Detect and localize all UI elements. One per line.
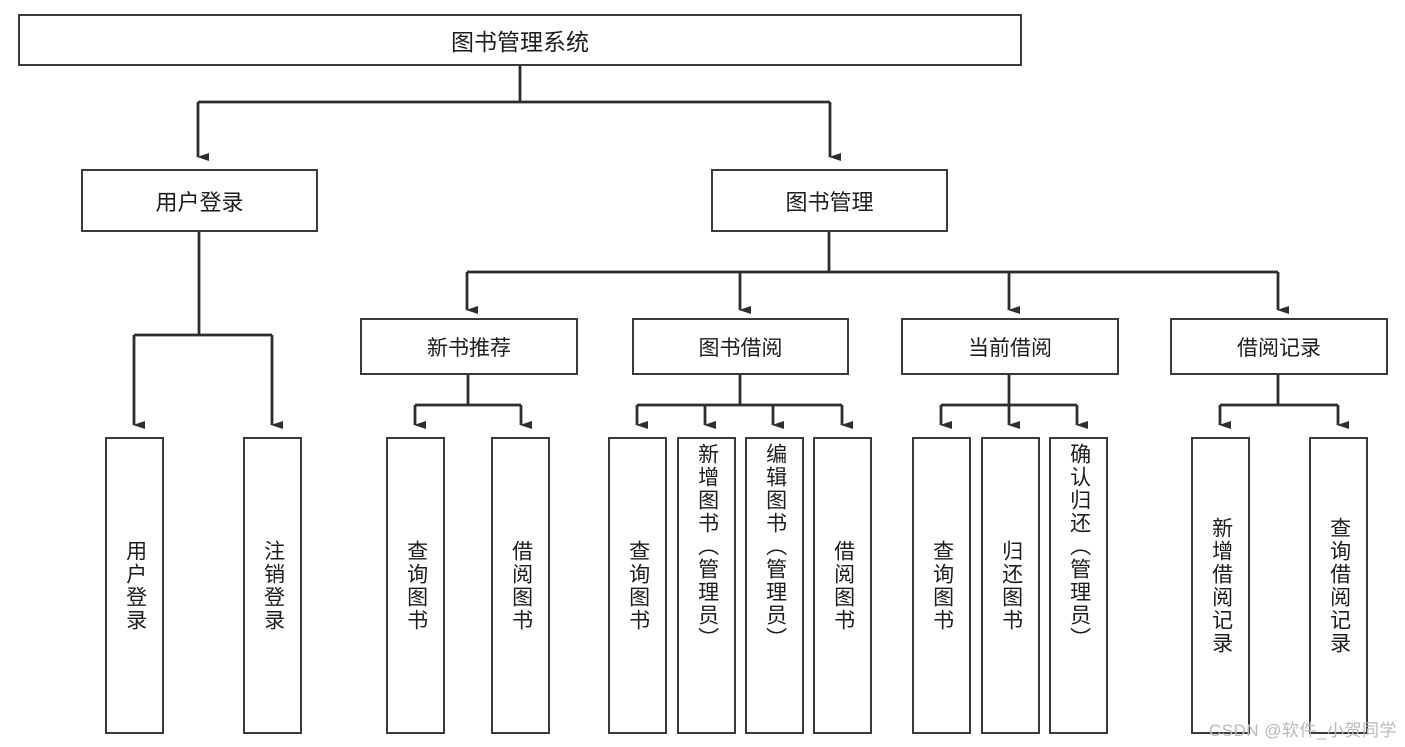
node-new-book-recommend[interactable]: 新书推荐: [360, 318, 578, 375]
node-borrow-record[interactable]: 借阅记录: [1170, 318, 1388, 375]
node-user-login[interactable]: 用户登录: [81, 169, 318, 232]
leaf-logout-label: 注销登录: [261, 539, 285, 632]
leaf-query-book-borrow-label: 查询图书: [626, 539, 650, 632]
node-root-label: 图书管理系统: [451, 29, 589, 55]
leaf-query-book-borrow-inner: 查询图书: [610, 439, 665, 732]
leaf-add-borrow-record[interactable]: 新增借阅记录: [1191, 437, 1250, 734]
leaf-logout[interactable]: 注销登录: [243, 437, 302, 734]
leaf-add-book-admin-label: 新增图书（管理员）: [695, 443, 719, 650]
leaf-return-book-label: 归还图书: [999, 539, 1023, 632]
node-borrow-record-label: 借阅记录: [1237, 336, 1321, 360]
leaf-user-login[interactable]: 用户登录: [105, 437, 164, 734]
leaf-add-book-admin-inner: 新增图书（管理员）: [679, 439, 734, 732]
leaf-confirm-return-admin[interactable]: 确认归还（管理员）: [1049, 437, 1108, 734]
leaf-query-book-borrow[interactable]: 查询图书: [608, 437, 667, 734]
leaf-borrow-book-inner: 借阅图书: [815, 439, 870, 732]
leaf-return-book-inner: 归还图书: [983, 439, 1038, 732]
leaf-edit-book-admin-label: 编辑图书（管理员）: [763, 443, 787, 650]
leaf-add-borrow-record-label: 新增借阅记录: [1209, 516, 1233, 655]
leaf-query-book-new-label: 查询图书: [404, 539, 428, 632]
node-root[interactable]: 图书管理系统: [18, 14, 1022, 66]
leaf-query-book-new-inner: 查询图书: [388, 439, 443, 732]
leaf-borrow-book-new-label: 借阅图书: [509, 539, 533, 632]
node-current-borrow[interactable]: 当前借阅: [901, 318, 1119, 375]
node-book-borrow[interactable]: 图书借阅: [632, 318, 849, 375]
leaf-query-book-new[interactable]: 查询图书: [386, 437, 445, 734]
leaf-query-book-current-label: 查询图书: [930, 539, 954, 632]
csdn-watermark: CSDN @软件_小贺同学: [1208, 721, 1397, 740]
leaf-add-borrow-record-inner: 新增借阅记录: [1193, 439, 1248, 732]
leaf-confirm-return-admin-label: 确认归还（管理员）: [1067, 443, 1091, 650]
leaf-query-borrow-record[interactable]: 查询借阅记录: [1309, 437, 1368, 734]
leaf-user-login-label: 用户登录: [123, 539, 147, 632]
node-book-borrow-label: 图书借阅: [698, 336, 783, 360]
node-book-management-label: 图书管理: [785, 189, 874, 215]
node-new-book-recommend-label: 新书推荐: [427, 336, 511, 360]
leaf-borrow-book-label: 借阅图书: [831, 539, 855, 632]
leaf-borrow-book-new[interactable]: 借阅图书: [491, 437, 550, 734]
leaf-logout-inner: 注销登录: [245, 439, 300, 732]
leaf-return-book[interactable]: 归还图书: [981, 437, 1040, 734]
node-book-management[interactable]: 图书管理: [711, 169, 948, 232]
leaf-user-login-inner: 用户登录: [107, 439, 162, 732]
node-current-borrow-label: 当前借阅: [968, 336, 1052, 360]
leaf-borrow-book[interactable]: 借阅图书: [813, 437, 872, 734]
leaf-query-book-current[interactable]: 查询图书: [912, 437, 971, 734]
leaf-query-book-current-inner: 查询图书: [914, 439, 969, 732]
leaf-query-borrow-record-inner: 查询借阅记录: [1311, 439, 1366, 732]
node-user-login-label: 用户登录: [155, 189, 244, 215]
leaf-query-borrow-record-label: 查询借阅记录: [1327, 516, 1351, 655]
leaf-borrow-book-new-inner: 借阅图书: [493, 439, 548, 732]
leaf-edit-book-admin-inner: 编辑图书（管理员）: [747, 439, 802, 732]
leaf-confirm-return-admin-inner: 确认归还（管理员）: [1051, 439, 1106, 732]
leaf-add-book-admin[interactable]: 新增图书（管理员）: [677, 437, 736, 734]
leaf-edit-book-admin[interactable]: 编辑图书（管理员）: [745, 437, 804, 734]
